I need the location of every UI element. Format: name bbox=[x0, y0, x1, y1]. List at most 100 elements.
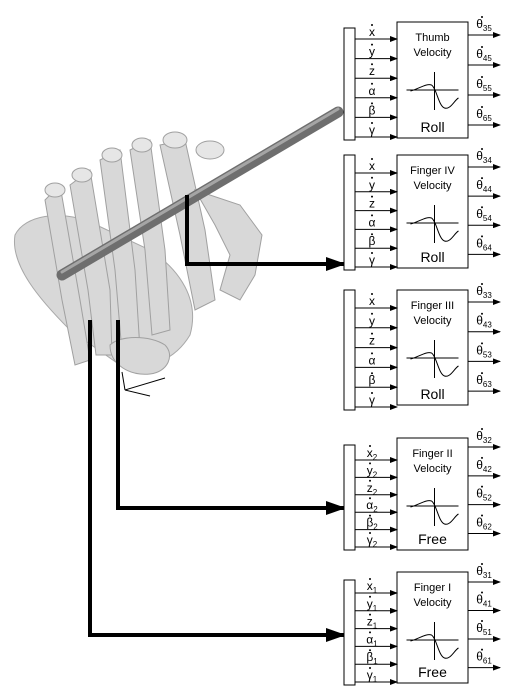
output-theta: θ61 bbox=[476, 650, 492, 666]
derivative-dot bbox=[481, 177, 483, 179]
input-x: x bbox=[369, 25, 375, 39]
output-theta: θ44 bbox=[476, 178, 492, 194]
output-theta-subscript: 44 bbox=[483, 185, 492, 194]
output-theta-subscript: 42 bbox=[483, 465, 492, 474]
derivative-dot bbox=[371, 122, 373, 124]
derivative-dot bbox=[481, 592, 483, 594]
input-bus-bar bbox=[344, 28, 355, 140]
derivative-dot bbox=[481, 457, 483, 459]
input-gamma-symbol: γ bbox=[369, 123, 375, 137]
input-y: y bbox=[369, 314, 375, 328]
derivative-dot bbox=[369, 445, 371, 447]
output-theta-subscript: 62 bbox=[483, 522, 492, 531]
input-x: x bbox=[369, 159, 375, 173]
derivative-dot bbox=[369, 596, 371, 598]
derivative-dot bbox=[481, 46, 483, 48]
input-bus-bar bbox=[344, 580, 355, 685]
derivative-dot bbox=[371, 352, 373, 354]
derivative-dot bbox=[481, 313, 483, 315]
derivative-dot bbox=[481, 206, 483, 208]
derivative-dot bbox=[371, 313, 373, 315]
input-alpha: α bbox=[369, 215, 376, 229]
derivative-dot bbox=[371, 177, 373, 179]
knuckle-cap bbox=[196, 141, 224, 159]
knuckle-cap bbox=[72, 168, 92, 182]
output-theta: θ54 bbox=[476, 207, 492, 223]
output-theta: θ52 bbox=[476, 487, 492, 503]
output-theta: θ41 bbox=[476, 593, 492, 609]
input-alpha-subscript: 2 bbox=[373, 505, 378, 514]
velocity-block-finger-iv: Finger IVVelocityRollxyzαβγθ34θ44θ54θ64 bbox=[344, 148, 500, 270]
output-theta: θ45 bbox=[476, 47, 492, 63]
output-theta-subscript: 53 bbox=[483, 350, 492, 359]
derivative-dot bbox=[481, 428, 483, 430]
derivative-dot bbox=[369, 532, 371, 534]
output-theta: θ65 bbox=[476, 107, 492, 123]
output-theta: θ55 bbox=[476, 77, 492, 93]
block-title-area bbox=[400, 158, 465, 198]
input-y-subscript: 2 bbox=[373, 470, 378, 479]
output-theta: θ62 bbox=[476, 515, 492, 531]
output-theta: θ53 bbox=[476, 343, 492, 359]
derivative-dot bbox=[371, 44, 373, 46]
input-gamma-subscript: 1 bbox=[373, 675, 378, 684]
output-theta: θ31 bbox=[476, 564, 492, 580]
block-title-line2: Velocity bbox=[414, 47, 452, 59]
block-title-area bbox=[400, 441, 465, 481]
input-z: z bbox=[369, 197, 375, 211]
derivative-dot bbox=[371, 333, 373, 335]
block-title-line2: Velocity bbox=[414, 315, 452, 327]
output-theta-subscript: 32 bbox=[483, 436, 492, 445]
block-title-area bbox=[400, 25, 465, 65]
derivative-dot bbox=[369, 614, 371, 616]
derivative-dot bbox=[369, 578, 371, 580]
derivative-dot bbox=[371, 392, 373, 394]
input-beta-symbol: β bbox=[369, 373, 376, 387]
derivative-dot bbox=[481, 620, 483, 622]
derivative-dot bbox=[371, 63, 373, 65]
knuckle-cap bbox=[102, 148, 122, 162]
output-theta-subscript: 35 bbox=[483, 24, 492, 33]
output-theta-subscript: 63 bbox=[483, 380, 492, 389]
input-z: z bbox=[369, 334, 375, 348]
derivative-dot bbox=[481, 235, 483, 237]
velocity-blocks: ThumbVelocityRollxyzαβγθ35θ45θ55θ65Finge… bbox=[344, 16, 500, 685]
block-title-area bbox=[400, 575, 465, 615]
input-alpha-symbol: α bbox=[369, 353, 376, 367]
input-alpha-symbol: α bbox=[369, 84, 376, 98]
output-theta: θ43 bbox=[476, 314, 492, 330]
block-title-line1: Finger IV bbox=[410, 165, 455, 177]
output-theta: θ63 bbox=[476, 373, 492, 389]
output-theta-subscript: 33 bbox=[483, 291, 492, 300]
block-title-area bbox=[400, 293, 465, 333]
input-bus-bar bbox=[344, 290, 355, 410]
input-beta: β bbox=[369, 103, 376, 117]
block-title-line1: Finger I bbox=[414, 582, 451, 594]
output-theta: θ32 bbox=[476, 429, 492, 445]
derivative-dot bbox=[369, 667, 371, 669]
output-theta-subscript: 52 bbox=[483, 494, 492, 503]
derivative-dot bbox=[369, 462, 371, 464]
input-gamma-symbol: γ bbox=[369, 253, 375, 267]
output-theta: θ34 bbox=[476, 149, 492, 165]
block-title-line2: Velocity bbox=[414, 597, 452, 609]
block-title-line1: Finger II bbox=[412, 448, 452, 460]
block-title-line1: Thumb bbox=[415, 32, 449, 44]
derivative-dot bbox=[371, 24, 373, 26]
velocity-block-thumb: ThumbVelocityRollxyzαβγθ35θ45θ55θ65 bbox=[344, 16, 500, 140]
frame-axis bbox=[125, 390, 150, 396]
input-z-symbol: z bbox=[369, 64, 375, 78]
derivative-dot bbox=[369, 649, 371, 651]
derivative-dot bbox=[371, 196, 373, 198]
input-y-symbol: y bbox=[369, 178, 375, 192]
derivative-dot bbox=[371, 214, 373, 216]
derivative-dot bbox=[371, 102, 373, 104]
input-y-symbol: y bbox=[369, 314, 375, 328]
knuckle-cap bbox=[45, 183, 65, 197]
input-x: x bbox=[369, 294, 375, 308]
output-theta-subscript: 61 bbox=[483, 657, 492, 666]
input-gamma: γ bbox=[369, 393, 375, 407]
input-alpha-subscript: 1 bbox=[373, 639, 378, 648]
coordinate-frame bbox=[122, 372, 165, 396]
derivative-dot bbox=[371, 233, 373, 235]
